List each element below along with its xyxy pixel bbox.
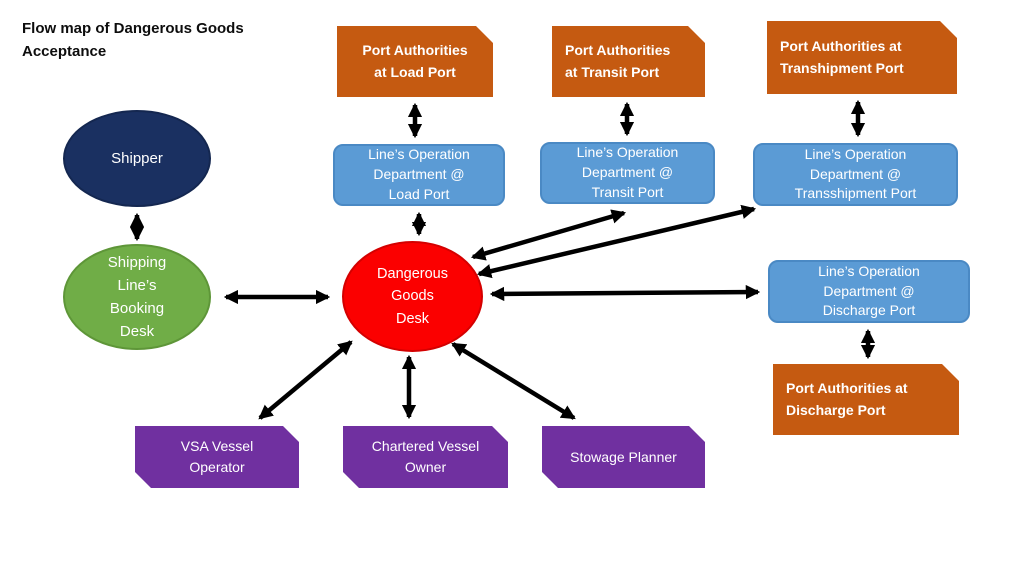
node-port-transit-label: Port Authorities at Transit Port bbox=[565, 41, 671, 80]
node-ops-discharge-label: Line’s Operation Department @ Discharge … bbox=[818, 262, 920, 319]
node-port-authorities-transhipment-port: Port Authorities at Transhipment Port bbox=[767, 21, 957, 94]
node-ops-department-transshipment-port: Line’s Operation Department @ Transshipm… bbox=[753, 143, 958, 206]
node-chartered-label: Chartered Vessel Owner bbox=[371, 438, 480, 475]
node-ops-department-transit-port: Line’s Operation Department @ Transit Po… bbox=[540, 142, 715, 204]
node-dg-desk-label: Dangerous Goods Desk bbox=[377, 265, 448, 327]
node-port-load-label: Port Authorities at Load Port bbox=[362, 41, 468, 80]
diagram-title: Flow map of Dangerous Goods Acceptance bbox=[22, 20, 244, 60]
node-ops-load-label: Line’s Operation Department @ Load Port bbox=[368, 146, 470, 202]
node-stowage-label: Stowage Planner bbox=[570, 448, 677, 465]
node-ops-transit-label: Line’s Operation Department @ Transit Po… bbox=[576, 144, 679, 200]
arrow-dgdesk-opstransship bbox=[476, 204, 757, 279]
node-vsa-vessel-operator: VSA Vessel Operator bbox=[135, 426, 299, 488]
arrow-dgdesk-opsdischarge bbox=[489, 284, 761, 302]
node-ops-transshipment-label: Line’s Operation Department @ Transshipm… bbox=[794, 145, 917, 202]
node-port-transhipment-label: Port Authorities at Transhipment Port bbox=[780, 37, 904, 76]
node-chartered-vessel-owner: Chartered Vessel Owner bbox=[343, 426, 508, 488]
node-stowage-planner: Stowage Planner bbox=[542, 426, 705, 488]
node-ops-department-load-port: Line’s Operation Department @ Load Port bbox=[333, 144, 505, 206]
node-port-discharge-label: Port Authorities at Discharge Port bbox=[786, 379, 908, 418]
node-port-authorities-transit-port: Port Authorities at Transit Port bbox=[552, 26, 705, 97]
arrow-dgdesk-stowage bbox=[451, 342, 576, 420]
node-port-authorities-load-port: Port Authorities at Load Port bbox=[337, 26, 493, 97]
node-shipper: Shipper bbox=[63, 110, 211, 207]
arrow-dgdesk-vsa bbox=[258, 340, 353, 420]
node-dangerous-goods-desk: Dangerous Goods Desk bbox=[342, 241, 483, 352]
node-booking-desk-label: Shipping Line’s Booking Desk bbox=[107, 253, 167, 341]
node-ops-department-discharge-port: Line’s Operation Department @ Discharge … bbox=[768, 260, 970, 323]
node-shipper-label: Shipper bbox=[111, 150, 163, 167]
node-shipping-line-booking-desk: Shipping Line’s Booking Desk bbox=[63, 244, 211, 350]
node-port-authorities-discharge-port: Port Authorities at Discharge Port bbox=[773, 364, 959, 435]
arrow-dgdesk-opstransit bbox=[470, 209, 627, 261]
node-vsa-label: VSA Vessel Operator bbox=[180, 438, 254, 475]
